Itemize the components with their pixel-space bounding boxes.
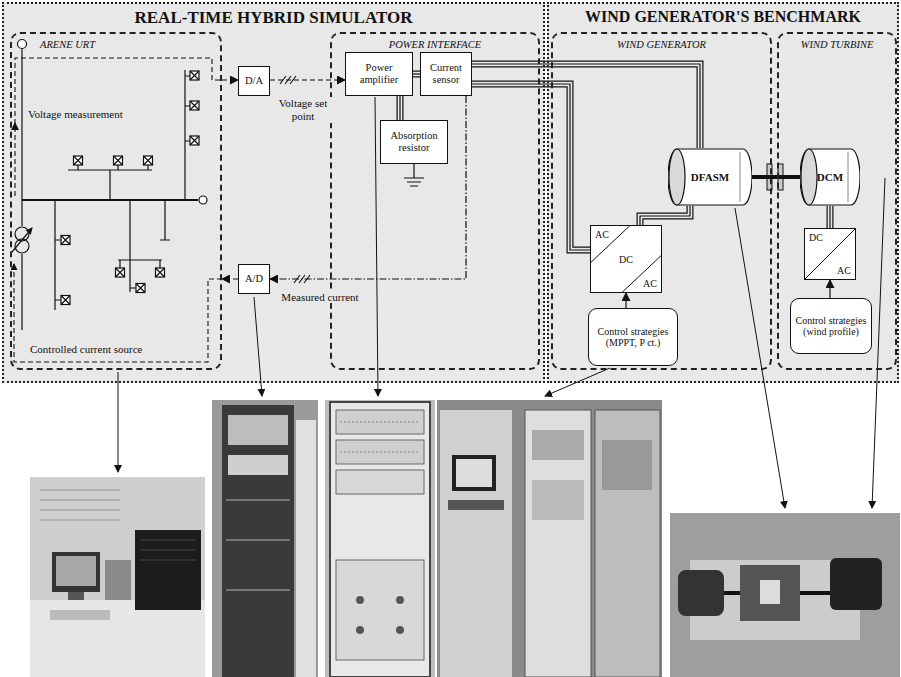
region-title: WIND GENERATOR'S BENCHMARK (549, 8, 897, 26)
dfasm-machine: DFASM (668, 148, 752, 206)
control-box: Control strategies (MPPT, P ct.) (588, 308, 678, 366)
control-box: Control strategies (wind profile) (790, 298, 872, 354)
connector (400, 96, 401, 120)
connector (830, 206, 831, 228)
connector (640, 206, 690, 225)
connector (472, 64, 700, 148)
measurement-arrow (11, 122, 19, 130)
box-label: DFASM (691, 171, 729, 183)
panel-heading: WIND GENERATOR (553, 39, 770, 50)
connector (626, 293, 627, 308)
simulator-region: REAL-TIME HYBRID SIMULATOR ARENE URT D/A A/… (2, 2, 545, 383)
panel-heading: POWER INTERFACE (332, 39, 538, 50)
absorption-resistor: Absorption resistor (380, 120, 448, 164)
da-converter: D/A (238, 66, 270, 96)
converter-label: AC (837, 265, 851, 276)
leader-line (118, 97, 885, 508)
ground-symbol (404, 164, 424, 186)
edge-label: Measured current (280, 291, 359, 304)
photo-rack (212, 400, 318, 677)
connector (413, 74, 420, 75)
edge-label: Voltage set point (274, 97, 332, 122)
connector (270, 80, 345, 81)
connector (472, 84, 590, 250)
box-label: DCM (817, 171, 843, 183)
panel-ground (2, 2, 545, 383)
converter-label: DC (591, 254, 661, 265)
ad-converter: A/D (238, 264, 270, 294)
box-label: Control strategies (MPPT, P ct.) (592, 326, 674, 349)
box-label: Control strategies (wind profile) (794, 315, 868, 338)
current-sensor: Current sensor (420, 52, 472, 96)
region-title: REAL-TIME HYBRID SIMULATOR (4, 8, 543, 28)
connector (830, 280, 831, 298)
photo-amplifier (325, 400, 435, 677)
photo-lab (437, 400, 662, 677)
connector (752, 177, 800, 178)
box-label: Power amplifier (348, 62, 410, 86)
converter-label: AC (595, 229, 609, 240)
measurement-path (15, 58, 222, 196)
panel-heading: WIND TURBINE (779, 39, 895, 50)
ac-dc-ac-converter: AC DC AC (590, 225, 662, 293)
wind-generator-panel: WIND GENERATOR AC DC AC DFASM Control strateg… (551, 32, 772, 370)
power-interface-panel: POWER INTERFACE Power amplifier Current se… (330, 32, 540, 370)
panel-heading: ARENE URT (40, 39, 95, 50)
converter-label: DC (809, 232, 823, 243)
benchmark-region: WIND GENERATOR'S BENCHMARK WIND GENERATOR… (547, 2, 899, 383)
signal-label: Voltage measurement (28, 108, 123, 121)
power-amplifier: Power amplifier (345, 52, 413, 96)
box-label: Absorption resistor (383, 130, 445, 154)
wind-turbine-panel: WIND TURBINE DCM DC AC Control strategies (w… (777, 32, 897, 370)
network-schematic (12, 40, 207, 331)
dc-machine: DCM (800, 148, 860, 206)
connector (270, 96, 466, 279)
dc-ac-converter: DC AC (804, 228, 856, 280)
arene-urt-panel: ARENE URT (10, 32, 222, 370)
injection-path (14, 264, 222, 362)
photo-test-bench (670, 513, 900, 677)
signal-label: Controlled current source (30, 343, 142, 356)
connector (222, 279, 238, 280)
photo-computer (30, 477, 205, 677)
box-label: D/A (245, 75, 263, 87)
panel-ground (547, 2, 899, 383)
connector (222, 80, 238, 81)
converter-label: AC (643, 278, 657, 289)
box-label: Current sensor (423, 62, 469, 86)
box-label: A/D (245, 273, 263, 285)
